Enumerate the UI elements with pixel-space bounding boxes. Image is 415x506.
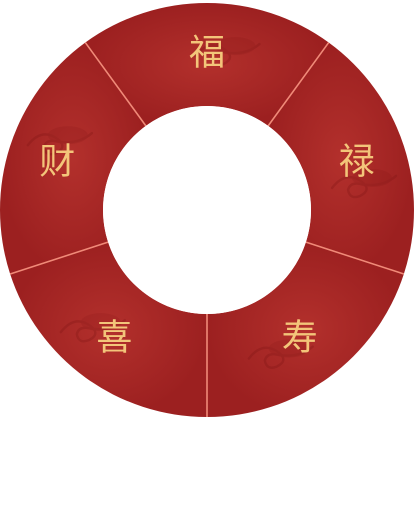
segment-divider <box>84 42 147 127</box>
segment-label: 福 <box>189 33 225 74</box>
cloud-decoration <box>247 339 315 369</box>
wheel-segment-5[interactable] <box>0 42 146 274</box>
segment-label: 禄 <box>339 141 375 182</box>
segment-divider <box>305 241 405 275</box>
decor-layer <box>26 37 398 369</box>
cloud-decoration <box>26 126 94 156</box>
wheel-center <box>103 106 311 314</box>
cloud-decoration <box>330 168 398 199</box>
segment-divider <box>9 241 109 275</box>
segment-label: 寿 <box>282 317 318 358</box>
cloud-decoration <box>194 37 261 67</box>
wheel-segment-3[interactable] <box>207 242 404 417</box>
segment-label: 喜 <box>96 317 132 358</box>
wheel-segment-1[interactable] <box>85 3 329 126</box>
labels-layer: 福禄寿 喜 财 <box>39 33 375 359</box>
wheel-segment-2[interactable] <box>268 42 414 274</box>
segment-divider <box>267 42 330 127</box>
cloud-decoration <box>59 313 127 343</box>
wheel-segment-4[interactable] <box>10 242 207 417</box>
segment-label: 财 <box>39 141 75 182</box>
segments-layer <box>0 3 414 417</box>
dividers-layer <box>9 42 405 417</box>
